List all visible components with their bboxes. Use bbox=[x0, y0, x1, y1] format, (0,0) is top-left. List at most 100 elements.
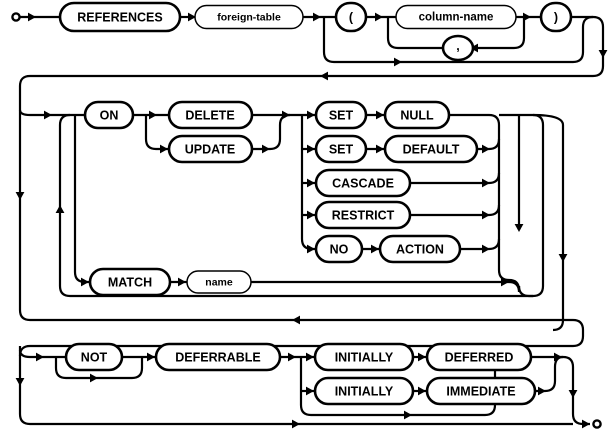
label-match: MATCH bbox=[108, 276, 152, 290]
line-on-block-bypass bbox=[18, 107, 573, 322]
label-restrict: RESTRICT bbox=[332, 209, 395, 223]
arrow-foreign-table bbox=[188, 12, 196, 22]
arrow-lparen-branch bbox=[313, 12, 321, 22]
label-foreign-table: foreign-table bbox=[217, 12, 281, 24]
label-default: DEFAULT bbox=[403, 143, 460, 157]
label-initially-2: INITIALLY bbox=[335, 385, 394, 399]
arrow-on-block-exit-right bbox=[558, 254, 568, 262]
arrow-action bbox=[371, 244, 379, 254]
label-on: ON bbox=[100, 109, 119, 123]
line-deferrable-exit bbox=[562, 355, 590, 426]
line-enter-on-block bbox=[18, 109, 85, 117]
label-comma: , bbox=[456, 39, 459, 53]
line-bypass-join-rail bbox=[572, 15, 594, 64]
arrow-row1-right-rail bbox=[598, 50, 608, 58]
line-on-to-update bbox=[144, 115, 169, 151]
arrow-initially-fork-in bbox=[288, 352, 296, 362]
arrow-deferrable-bypass bbox=[292, 419, 300, 429]
arrow-enter-deferrable bbox=[36, 352, 44, 362]
label-column-name: column-name bbox=[419, 12, 494, 24]
arrow-initially-skip bbox=[404, 410, 412, 420]
line-immediate-merge bbox=[535, 355, 564, 393]
line-row1-to-row2 bbox=[18, 15, 605, 107]
arrow-deferred bbox=[418, 352, 426, 362]
arrow-update bbox=[160, 144, 168, 154]
arrow-on-block-repeat-up bbox=[55, 205, 65, 213]
label-action: ACTION bbox=[396, 243, 444, 257]
line-on-block-repeat-right bbox=[499, 113, 545, 298]
arrow-start bbox=[28, 12, 36, 22]
label-initially-1: INITIALLY bbox=[335, 351, 394, 365]
label-rparen: ) bbox=[554, 11, 558, 25]
label-update: UPDATE bbox=[185, 143, 235, 157]
end-endpoint bbox=[592, 419, 602, 429]
label-delete: DELETE bbox=[185, 109, 234, 123]
label-set-null-set: SET bbox=[329, 109, 354, 123]
label-lparen: ( bbox=[349, 11, 354, 25]
arrow-immediate-merge bbox=[538, 386, 546, 396]
arrow-cascade bbox=[307, 178, 315, 188]
arrow-cascade-merge bbox=[482, 178, 490, 188]
line-null-merge bbox=[449, 113, 501, 126]
line-not-bypass bbox=[54, 357, 144, 380]
line-to-match bbox=[73, 115, 90, 284]
arrow-action-fork-in bbox=[282, 110, 290, 120]
line-block-exit-join2 bbox=[508, 280, 521, 293]
line-comma-loop-right bbox=[473, 17, 526, 50]
arrow-on-block-bypass-down bbox=[15, 192, 25, 200]
arrow-initially-2 bbox=[306, 386, 314, 396]
line-on-block-exit-right bbox=[532, 113, 565, 332]
line-row2-to-row3 bbox=[18, 330, 585, 357]
arrow-set-null bbox=[307, 110, 315, 120]
arrow-action-merge bbox=[482, 244, 490, 254]
label-name: name bbox=[205, 277, 233, 289]
arrow-initially-1 bbox=[306, 352, 314, 362]
arrow-restrict-merge bbox=[482, 210, 490, 220]
label-references: REFERENCES bbox=[77, 11, 162, 25]
label-set-default-set: SET bbox=[329, 143, 354, 157]
arrow-end bbox=[582, 419, 590, 429]
arrow-on-block-bypass bbox=[292, 315, 300, 325]
arrow-default-merge bbox=[482, 144, 490, 154]
row-on-action: ON DELETE UPDATE SET N bbox=[15, 100, 585, 357]
start-endpoint bbox=[11, 12, 21, 22]
line-on-bypass-join bbox=[572, 318, 585, 331]
row-deferrable: NOT DEFERRABLE INITIALLY DEFERRED INITIA… bbox=[15, 342, 602, 429]
arrow-deferrable-exit-down bbox=[568, 390, 578, 398]
arrow-row1-return bbox=[320, 71, 328, 81]
arrow-set-default bbox=[307, 144, 315, 154]
label-null: NULL bbox=[400, 109, 434, 123]
arrow-enter-on-block bbox=[44, 110, 52, 120]
line-comma-loop-left bbox=[386, 17, 443, 50]
arrow-no bbox=[307, 244, 315, 254]
arrow-default bbox=[376, 144, 384, 154]
row-references: REFERENCES foreign-table ( column-name bbox=[11, 1, 608, 107]
line-action-merge bbox=[460, 238, 501, 251]
arrow-update-merge bbox=[262, 144, 270, 154]
line-default-merge bbox=[477, 138, 501, 151]
line-on-block-repeat-left bbox=[58, 113, 533, 298]
arrow-not-bypass bbox=[90, 373, 98, 383]
arrow-match bbox=[81, 277, 89, 287]
arrow-null bbox=[376, 110, 384, 120]
label-no: NO bbox=[330, 243, 349, 257]
node-comma bbox=[441, 34, 475, 62]
arrow-name-merge bbox=[501, 277, 509, 287]
arrow-immediate bbox=[418, 386, 426, 396]
line-action-merge-rail bbox=[497, 125, 510, 282]
arrow-on-block-exit-down bbox=[514, 224, 524, 232]
arrow-delete bbox=[149, 110, 157, 120]
label-deferred: DEFERRED bbox=[445, 351, 514, 365]
label-cascade: CASCADE bbox=[332, 177, 394, 191]
line-update-merge bbox=[252, 113, 291, 151]
arrow-deferrable-bypass-down bbox=[15, 378, 25, 386]
arrow-restrict bbox=[307, 210, 315, 220]
label-not: NOT bbox=[81, 351, 108, 365]
label-deferrable: DEFERRABLE bbox=[175, 351, 260, 365]
line-column-list-bypass bbox=[322, 17, 573, 64]
arrow-column-name bbox=[375, 12, 383, 22]
arrow-name bbox=[178, 277, 186, 287]
line-deferrable-bypass bbox=[18, 346, 573, 426]
